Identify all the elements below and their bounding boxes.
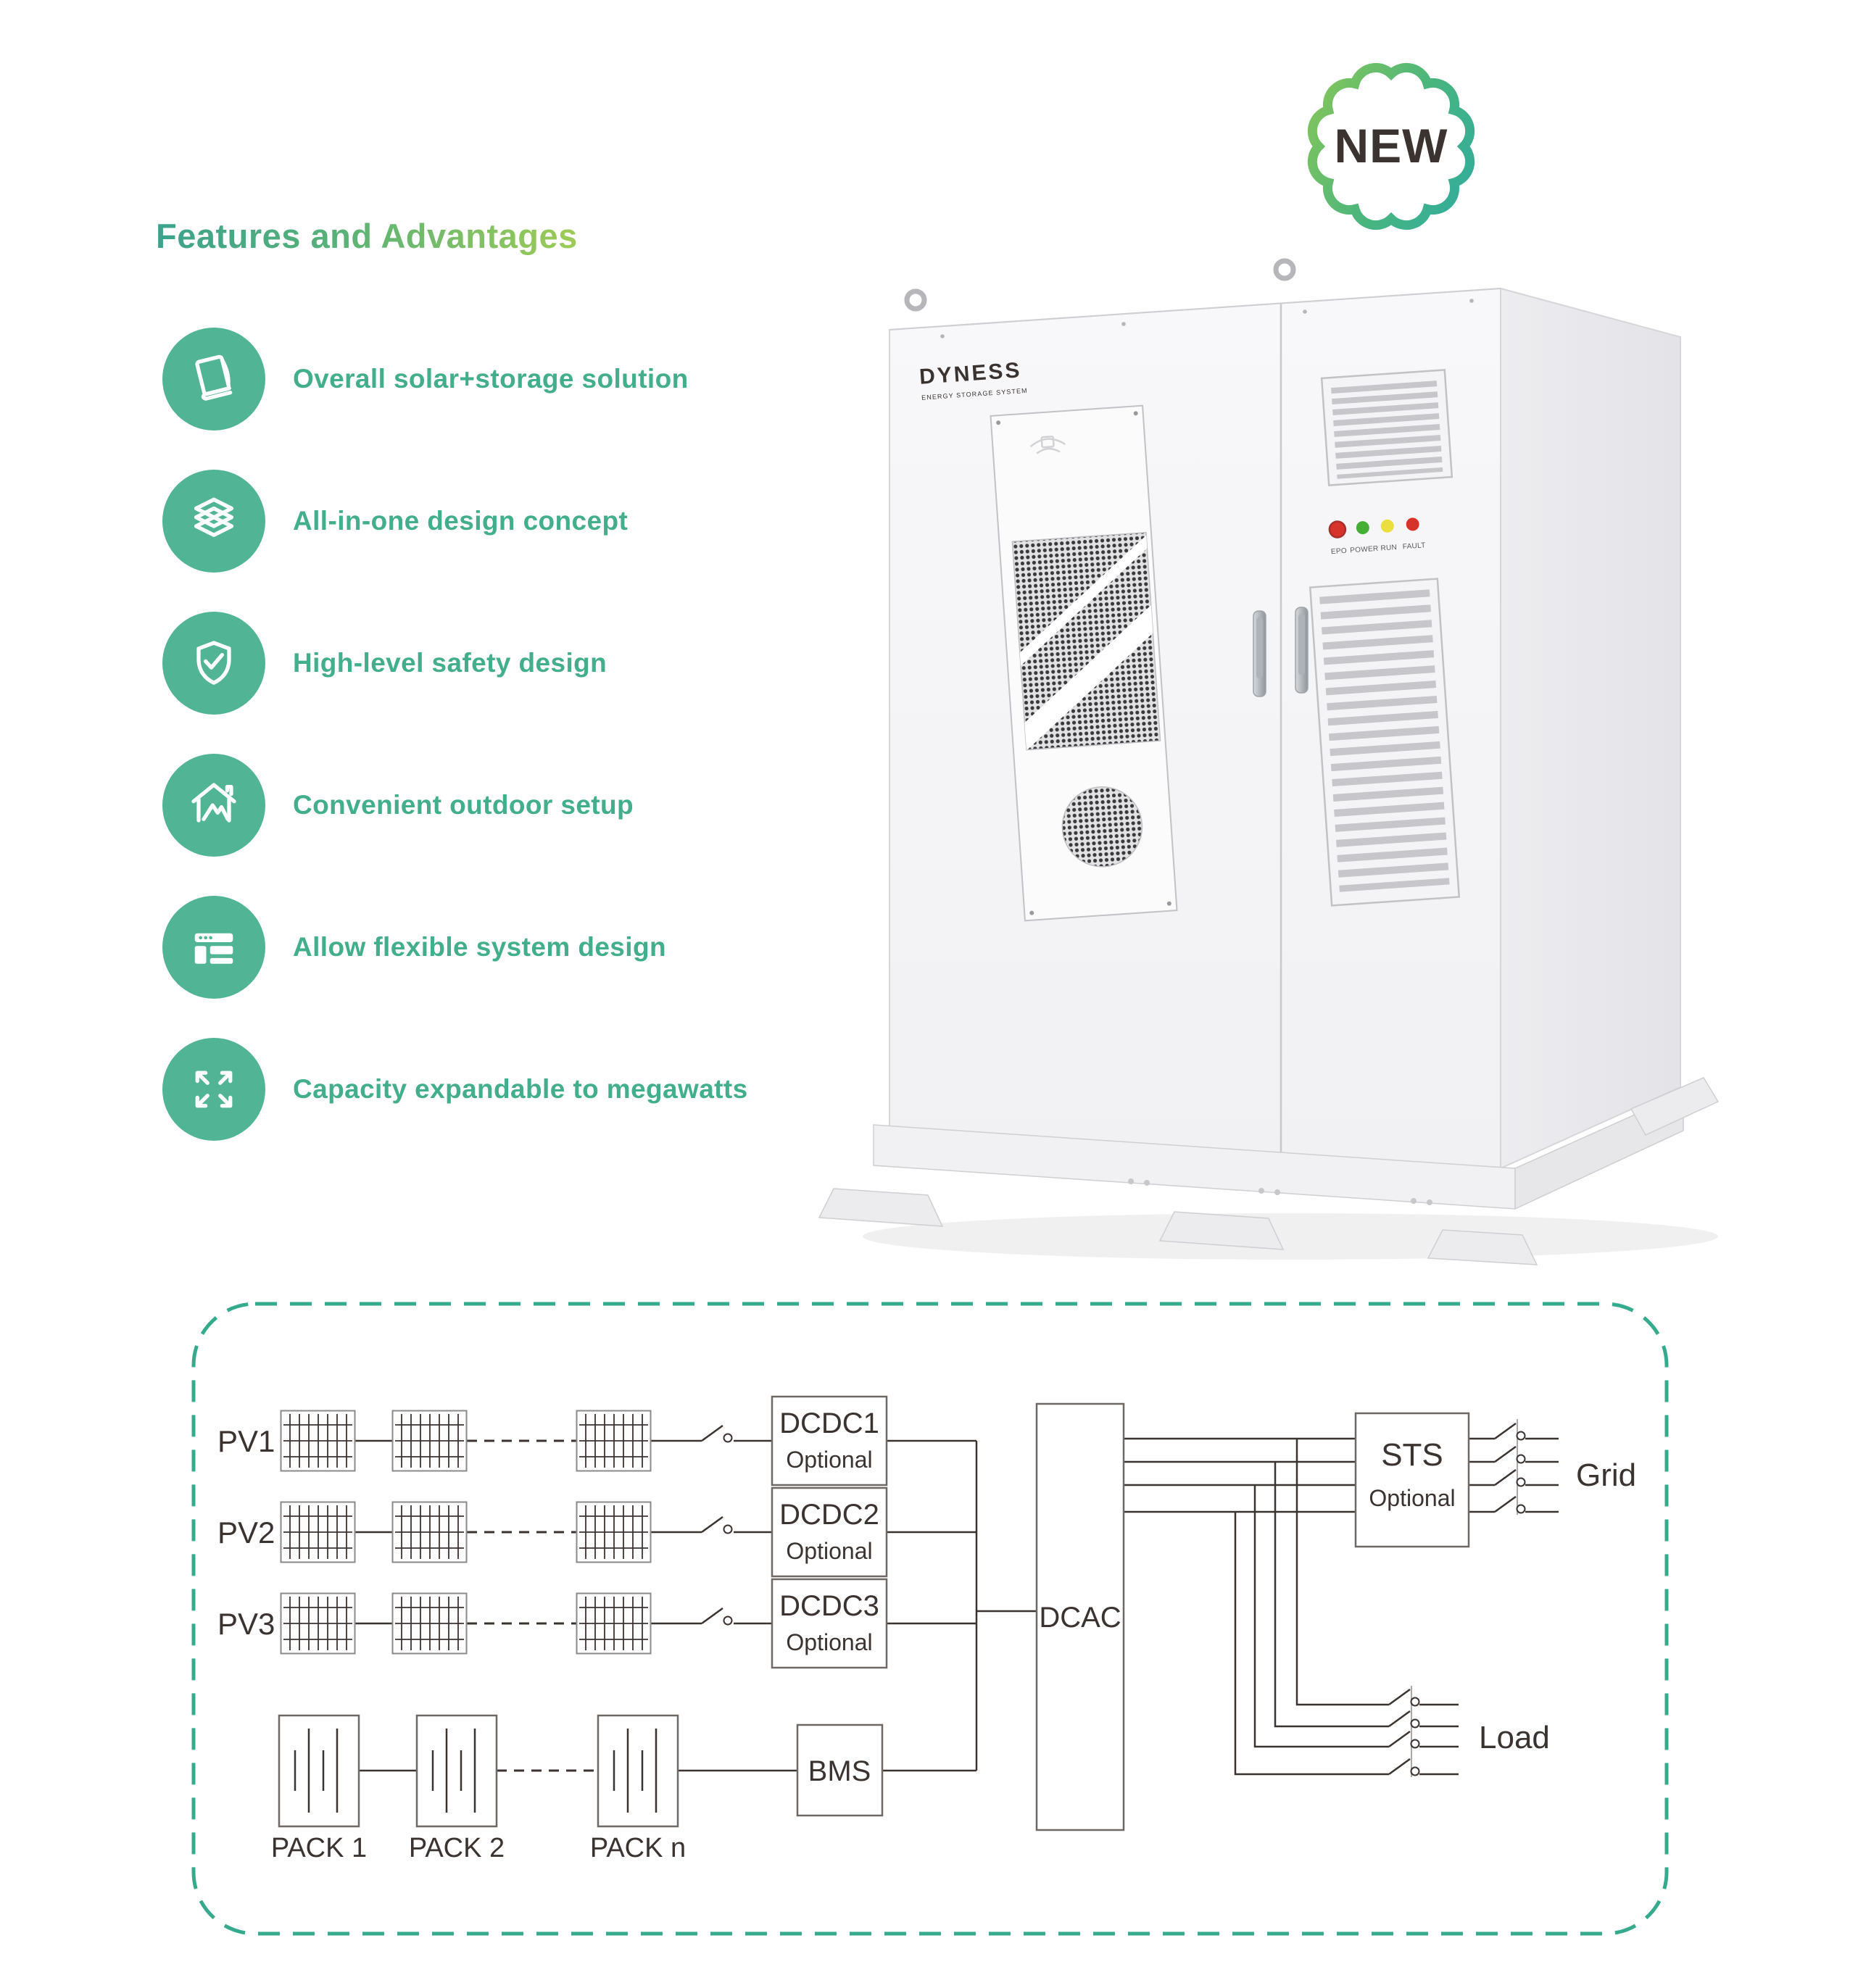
layout-icon [162,896,265,999]
seal-icon [1307,62,1475,230]
pack-box [415,1714,498,1828]
indicator-panel: EPO POWER RUN FAULT [1328,517,1426,556]
screw-dots [940,299,1474,338]
led-label: FAULT [1402,541,1426,551]
door-handle [1253,610,1266,697]
expand-arrows-icon [162,1038,265,1141]
wires [355,1419,1559,1777]
ground-shadow [863,1213,1718,1260]
led-fault [1406,517,1419,531]
pv-label: PV1 [217,1424,275,1458]
led-power [1356,521,1369,535]
dcdc-name: DCDC2 [779,1499,879,1531]
led-epo [1328,520,1347,538]
feature-label: Convenient outdoor setup [293,790,634,820]
feature-row: Convenient outdoor setup [162,754,634,857]
house-icon [162,754,265,857]
emblem-icon [1029,436,1066,454]
pack-label: PACK 1 [271,1833,367,1863]
book-icon [162,328,265,431]
vent-mesh-square [1011,531,1161,751]
cabinet-base [818,1077,1720,1265]
feature-row: Allow flexible system design [162,896,666,999]
layers-icon [162,470,265,573]
pack-label: PACK 2 [409,1833,505,1863]
pack-label: PACK n [590,1833,686,1863]
feature-row: Overall solar+storage solution [162,328,689,431]
dcac-label: DCAC [1039,1602,1121,1634]
brand-block: DYNESS ENERGY STORAGE SYSTEM [918,358,1028,401]
louver-vent-top [1320,369,1453,486]
system-diagram: PV1 PV2 PV3 DCDC1 Optional DCDC2 Optiona… [191,1302,1669,1936]
feature-label: Allow flexible system design [293,932,666,962]
badge-label: NEW [1335,119,1448,172]
sts-box: STS Optional [1354,1412,1470,1548]
new-badge: NEW [1307,62,1475,230]
feature-label: Overall solar+storage solution [293,364,689,394]
sts-note: Optional [1369,1485,1455,1511]
pack-box [278,1714,360,1828]
pack-box [597,1714,679,1828]
door-handle [1295,607,1309,694]
louver-vent-bottom [1309,578,1461,907]
led-label: POWER [1350,545,1379,555]
diagram-border [191,1302,1669,1936]
fan-vent-icon [1061,786,1143,868]
pv-label: PV3 [217,1607,275,1641]
dcdc-box: DCDC1 Optional [771,1395,888,1486]
feature-label: All-in-one design concept [293,506,629,536]
feature-label: High-level safety design [293,648,607,678]
feature-row: Capacity expandable to megawatts [162,1038,748,1141]
feature-row: High-level safety design [162,612,607,715]
grid-switch-icons [1493,1422,1526,1514]
dcdc-box: DCDC3 Optional [771,1578,888,1669]
dcdc-note: Optional [786,1629,872,1655]
dcdc-note: Optional [786,1538,872,1564]
feature-row: All-in-one design concept [162,470,628,573]
left-door-panel [990,404,1178,922]
led-run [1380,519,1394,533]
pv-label: PV2 [217,1515,275,1550]
pv-panel-icons [280,1410,652,1655]
dcdc-note: Optional [786,1447,872,1473]
bms-label: BMS [808,1755,871,1787]
cabinet-side-panel [1500,287,1681,1170]
product-image: DYNESS ENERGY STORAGE SYSTEM [818,258,1720,1265]
sts-name: STS [1381,1437,1443,1473]
led-label: RUN [1380,544,1397,553]
dcdc-name: DCDC1 [779,1407,879,1439]
lifting-eye-icon [904,258,1296,312]
load-label: Load [1479,1720,1550,1755]
load-switch-icons [1388,1688,1420,1776]
page-title: Features and Advantages [156,217,578,255]
dcdc-name: DCDC3 [779,1590,879,1622]
dcac-box: DCAC [1035,1402,1125,1831]
disconnect-switch-icons [700,1424,733,1626]
grid-label: Grid [1576,1457,1636,1493]
led-label: EPO [1331,547,1348,556]
bms-box: BMS [796,1723,884,1817]
shield-check-icon [162,612,265,715]
feature-label: Capacity expandable to megawatts [293,1074,748,1104]
dcdc-box: DCDC2 Optional [771,1486,888,1578]
